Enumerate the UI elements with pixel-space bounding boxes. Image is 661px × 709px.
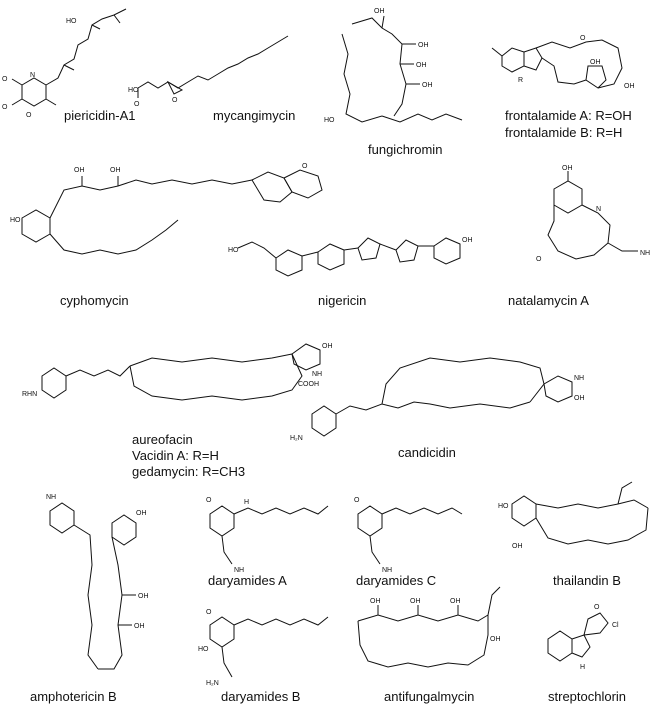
atom-ho-label: HO	[198, 646, 209, 653]
piericidin-structure: O N HO O O	[2, 5, 142, 120]
atom-oh-label: OH	[370, 598, 381, 605]
label-streptochlorin: streptochlorin	[548, 689, 627, 704]
atom-ho-label: HO	[228, 247, 239, 254]
antifungalmycin-structure: OH OH OH OH	[348, 585, 518, 685]
atom-nh2-label: NH	[382, 567, 392, 574]
atom-oh-label: OH	[138, 593, 149, 600]
label-vacidin: Vacidin A: R=H	[132, 448, 219, 463]
atom-r-label: R	[518, 77, 523, 84]
atom-oh-label: OH	[490, 636, 501, 643]
atom-o-label: O	[2, 104, 8, 111]
atom-oh-label: OH	[374, 8, 385, 15]
atom-nh2-label: NH	[574, 375, 584, 382]
atom-oh-label: OH	[512, 543, 523, 550]
atom-oh-label: OH	[574, 395, 585, 402]
nigericin-structure: HO OH	[228, 222, 478, 286]
atom-cl-label: Cl	[612, 622, 619, 629]
label-daryamides-a: daryamides A	[208, 573, 287, 588]
atom-nh-label: H	[580, 664, 585, 671]
streptochlorin-structure: O Cl H	[538, 597, 638, 673]
label-mycangimycin: mycangimycin	[213, 108, 296, 123]
atom-oh-label: OH	[418, 42, 429, 49]
atom-o-label: O	[2, 76, 8, 83]
atom-n-label: N	[596, 206, 601, 213]
atom-ho-label: HO	[10, 217, 21, 224]
atom-oh-label: OH	[134, 623, 145, 630]
cyphomycin-structure: HO OH OH O	[2, 160, 342, 270]
atom-nh2-label: NH	[312, 371, 322, 378]
label-amphotericin: amphotericin B	[30, 689, 117, 704]
label-antifungalmycin: antifungalmycin	[384, 689, 475, 704]
candicidin-structure: H₂N NH OH	[290, 344, 630, 444]
atom-oh-label: OH	[450, 598, 461, 605]
atom-oh-label: OH	[590, 59, 601, 66]
frontalamide-structure: OH OH O R	[482, 18, 647, 106]
aureofacin-structure: RHN COOH OH NH	[22, 336, 342, 432]
fungichromin-structure: OH OH OH OH HO	[322, 4, 472, 138]
atom-ho-label: HO	[324, 117, 335, 124]
daryamides-a-structure: O H NH	[196, 492, 346, 576]
label-thailandin: thailandin B	[553, 573, 621, 588]
label-frontalamide-a: frontalamide A: R=OH	[505, 108, 632, 123]
natalamycin-structure: OH N NH O	[508, 165, 658, 285]
atom-o-label: O	[536, 256, 542, 263]
atom-oh-label: OH	[462, 237, 473, 244]
mycangimycin-structure: HO O O	[128, 28, 298, 108]
atom-ho-label: HO	[66, 18, 77, 25]
atom-n-label: N	[30, 72, 35, 79]
atom-ho-label: HO	[498, 503, 509, 510]
atom-oh-label: OH	[136, 510, 147, 517]
atom-h2n-label: H₂N	[206, 680, 219, 687]
atom-o-label: O	[26, 112, 32, 119]
atom-o-label: O	[134, 101, 140, 108]
label-frontalamide-b: frontalamide B: R=H	[505, 125, 623, 140]
atom-o-label: O	[206, 609, 212, 616]
atom-nh2-label: NH	[234, 567, 244, 574]
atom-nh-label: H	[244, 499, 249, 506]
label-natalamycin: natalamycin A	[508, 293, 589, 308]
label-cyphomycin: cyphomycin	[60, 293, 129, 308]
atom-oh-label: OH	[422, 82, 433, 89]
atom-o-label: O	[594, 604, 600, 611]
daryamides-c-structure: O NH	[344, 492, 474, 576]
atom-nh2-label: NH	[640, 250, 650, 257]
label-fungichromin: fungichromin	[368, 142, 443, 157]
atom-ho-label: HO	[128, 87, 139, 94]
label-aureofacin: aureofacin	[132, 432, 193, 447]
thailandin-structure: HO OH	[498, 478, 658, 564]
atom-oh-label: OH	[410, 598, 421, 605]
atom-oh-label: OH	[562, 165, 573, 172]
atom-o-label: O	[302, 163, 308, 170]
atom-o-label: O	[354, 497, 360, 504]
label-candicidin: candicidin	[398, 445, 456, 460]
label-nigericin: nigericin	[318, 293, 367, 308]
atom-oh-label: OH	[74, 167, 85, 174]
atom-oh-label: OH	[624, 83, 635, 90]
atom-h2n-label: H₂N	[290, 435, 303, 442]
atom-o-label: O	[580, 35, 586, 42]
label-piericidin: piericidin-A1	[64, 108, 136, 123]
atom-o-label: O	[172, 97, 178, 104]
label-gedamycin: gedamycin: R=CH3	[132, 464, 246, 479]
daryamides-b-structure: O HO H₂N	[196, 605, 346, 689]
atom-oh-label: OH	[322, 343, 333, 350]
amphotericin-structure: NH OH OH OH	[30, 485, 180, 683]
atom-nh2-label: NH	[46, 494, 56, 501]
label-daryamides-c: daryamides C	[356, 573, 437, 588]
label-daryamides-b: daryamides B	[221, 689, 301, 704]
atom-rhn-label: RHN	[22, 391, 37, 398]
atom-o-label: O	[206, 497, 212, 504]
atom-oh-label: OH	[110, 167, 121, 174]
atom-oh-label: OH	[416, 62, 427, 69]
atom-cooh-label: COOH	[298, 381, 319, 388]
